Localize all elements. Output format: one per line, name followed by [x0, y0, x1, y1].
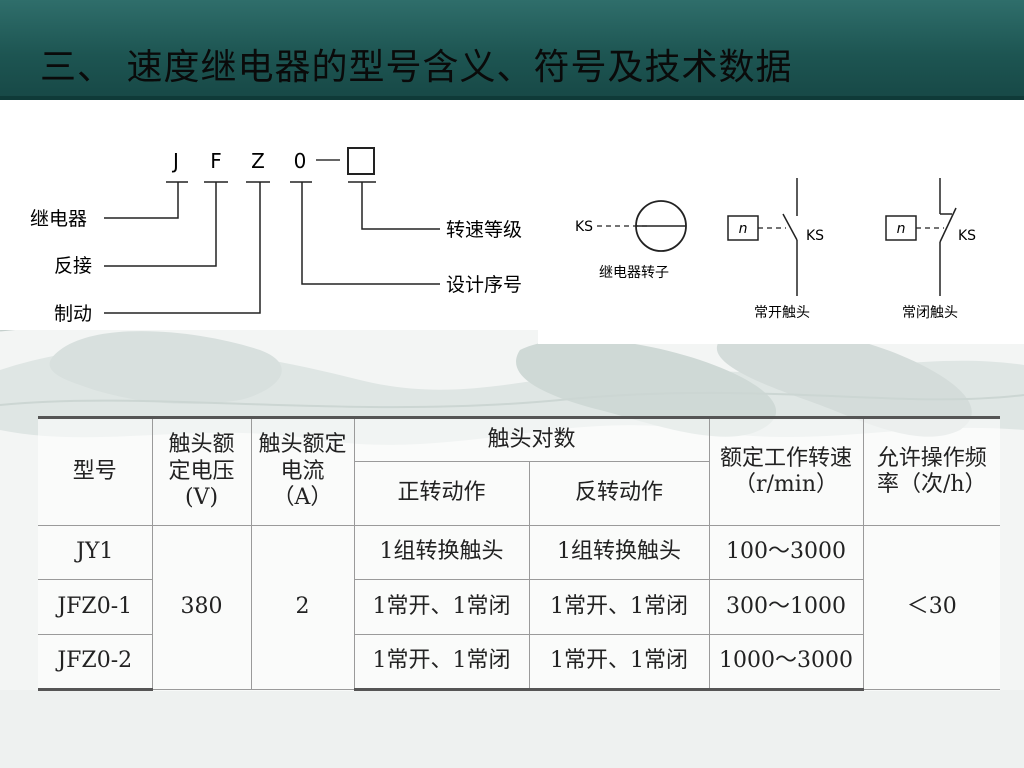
letter-z: Z: [251, 149, 265, 173]
header-operating-frequency: 允许操作频率（次/h）: [862, 416, 1000, 526]
nc-contact-n: n: [897, 221, 906, 237]
nc-contact-tag: KS: [958, 228, 976, 244]
letter-0: 0: [294, 149, 307, 173]
cell-reverse: 1常开、1常闭: [528, 579, 710, 635]
cell-model: JFZ0-2: [38, 634, 153, 691]
label-design-number: 设计序号: [446, 274, 522, 296]
cell-current: 2: [250, 525, 355, 690]
letter-f: F: [210, 149, 222, 173]
no-contact-caption: 常开触头: [754, 305, 810, 321]
rotor-tag: KS: [575, 219, 593, 235]
speed-grade-box: [347, 147, 375, 175]
technical-data-table: 型号 触头额定电压(V) 触头额定电流（A） 触头对数 额定工作转速（r/min…: [38, 416, 1000, 691]
header-current: 触头额定电流（A）: [250, 416, 355, 526]
cell-speed: 100～3000: [708, 525, 864, 580]
model-and-symbol-diagram: J F Z 0 继电器 反接 制动 转速等级 设计序号 KS 继电器转子 n K…: [30, 147, 976, 325]
header-reverse-action: 反转动作: [528, 461, 709, 526]
cell-voltage: 380: [151, 525, 252, 690]
cell-speed: 1000～3000: [708, 634, 863, 691]
diagram-panel-extension: [538, 300, 1024, 344]
table-row: JFZ0-1 1常开、1常闭 1常开、1常闭 300～1000: [38, 579, 1000, 635]
page-title: 三、 速度继电器的型号含义、符号及技术数据: [40, 47, 793, 88]
table-row: JFZ0-2 1常开、1常闭 1常开、1常闭 1000～3000: [38, 634, 1000, 691]
cell-model: JFZ0-1: [38, 579, 153, 635]
label-reverse: 反接: [54, 255, 92, 277]
cell-reverse: 1组转换触头: [528, 525, 710, 580]
cell-model: JY1: [38, 525, 153, 580]
diagram-panel: [0, 100, 1024, 330]
cell-speed: 300～1000: [708, 579, 863, 635]
title-bar: [0, 0, 1024, 100]
label-braking: 制动: [54, 303, 92, 325]
header-model: 型号: [38, 416, 153, 526]
header-contact-pairs: 触头对数: [353, 416, 710, 462]
world-map-background: [0, 310, 1024, 768]
header-rated-speed: 额定工作转速（r/min）: [708, 416, 864, 526]
label-speed-grade: 转速等级: [446, 219, 522, 241]
cell-forward: 1常开、1常闭: [353, 579, 530, 635]
cell-forward: 1组转换触头: [353, 525, 530, 580]
header-voltage: 触头额定电压(V): [151, 416, 252, 526]
rotor-caption: 继电器转子: [599, 265, 669, 281]
cell-reverse: 1常开、1常闭: [528, 634, 710, 691]
label-relay: 继电器: [30, 208, 87, 230]
nc-contact-caption: 常闭触头: [902, 305, 958, 321]
no-contact-tag: KS: [806, 228, 824, 244]
cell-forward: 1常开、1常闭: [353, 634, 530, 691]
technical-data-table-wrap: 型号 触头额定电压(V) 触头额定电流（A） 触头对数 额定工作转速（r/min…: [38, 416, 1000, 691]
cell-frequency: ＜30: [862, 525, 1000, 690]
header-forward-action: 正转动作: [354, 461, 530, 526]
no-contact-n: n: [739, 221, 748, 237]
letter-j: J: [171, 149, 179, 173]
table-row: JY1 380 2 1组转换触头 1组转换触头 100～3000 ＜30: [38, 525, 1000, 690]
